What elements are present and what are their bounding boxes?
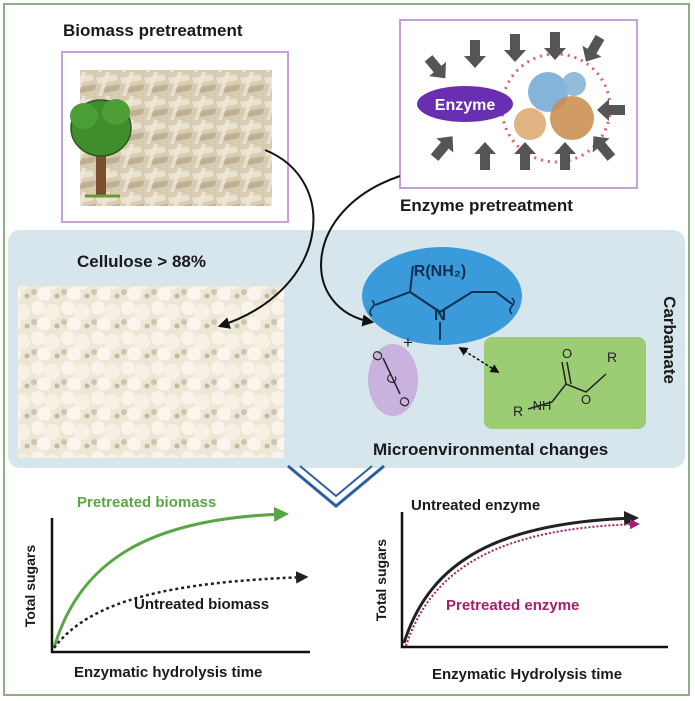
cellulose-photo — [18, 286, 284, 458]
right-xlabel: Enzymatic Hydrolysis time — [432, 666, 623, 683]
carbamate-r-left: R — [513, 403, 523, 419]
left-curve-pretreated — [52, 506, 289, 649]
carbamate-o-single: O — [581, 392, 591, 407]
enzyme-illustration — [399, 19, 638, 189]
microenvironmental-label: Microenvironmental changes — [373, 440, 609, 459]
equilibrium-arrow — [458, 347, 500, 373]
left-plot-axes — [50, 518, 310, 654]
arrow-biomass-to-cellulose — [217, 149, 315, 329]
chevron-down-icon — [287, 464, 385, 508]
carbamate-title: Carbamate — [660, 296, 679, 384]
tree-icon — [70, 99, 132, 198]
left-plot — [50, 506, 310, 654]
enzyme-pretreatment-title: Enzyme pretreatment — [400, 196, 573, 215]
right-plot — [400, 510, 668, 649]
right-ylabel: Total sugars — [373, 539, 389, 621]
enzyme-oval — [417, 86, 513, 122]
cellulose-label: Cellulose > 88% — [77, 252, 206, 271]
biomass-pretreatment-title: Biomass pretreatment — [63, 21, 243, 40]
biomass-photo — [61, 51, 289, 223]
plus-sign: + — [403, 333, 413, 352]
co2-bonds — [382, 357, 401, 395]
right-plot-axes — [400, 512, 668, 649]
arrow-enzyme-to-amine — [320, 175, 401, 327]
left-curve-untreated — [53, 571, 309, 649]
right-series-untreated: Untreated enzyme — [411, 497, 541, 514]
amine-n: N — [434, 305, 446, 324]
carbamate-r-top: R — [607, 349, 617, 365]
outer-frame — [3, 3, 690, 696]
left-xlabel: Enzymatic hydrolysis time — [74, 664, 263, 681]
left-ylabel: Total sugars — [22, 545, 38, 627]
carbamate-box — [484, 337, 646, 429]
right-series-pretreated: Pretreated enzyme — [446, 597, 580, 614]
amine-structure — [362, 247, 522, 345]
amine-label: R(NH₂) — [414, 263, 466, 280]
left-series-untreated: Untreated biomass — [134, 596, 270, 613]
right-curve-pretreated — [405, 519, 640, 647]
right-curve-untreated — [402, 510, 639, 644]
left-series-pretreated: Pretreated biomass — [77, 494, 217, 511]
carbamate-o-double: O — [562, 346, 572, 361]
carbamate-nh: NH — [533, 398, 552, 413]
enzyme-label: Enzyme — [435, 97, 496, 114]
